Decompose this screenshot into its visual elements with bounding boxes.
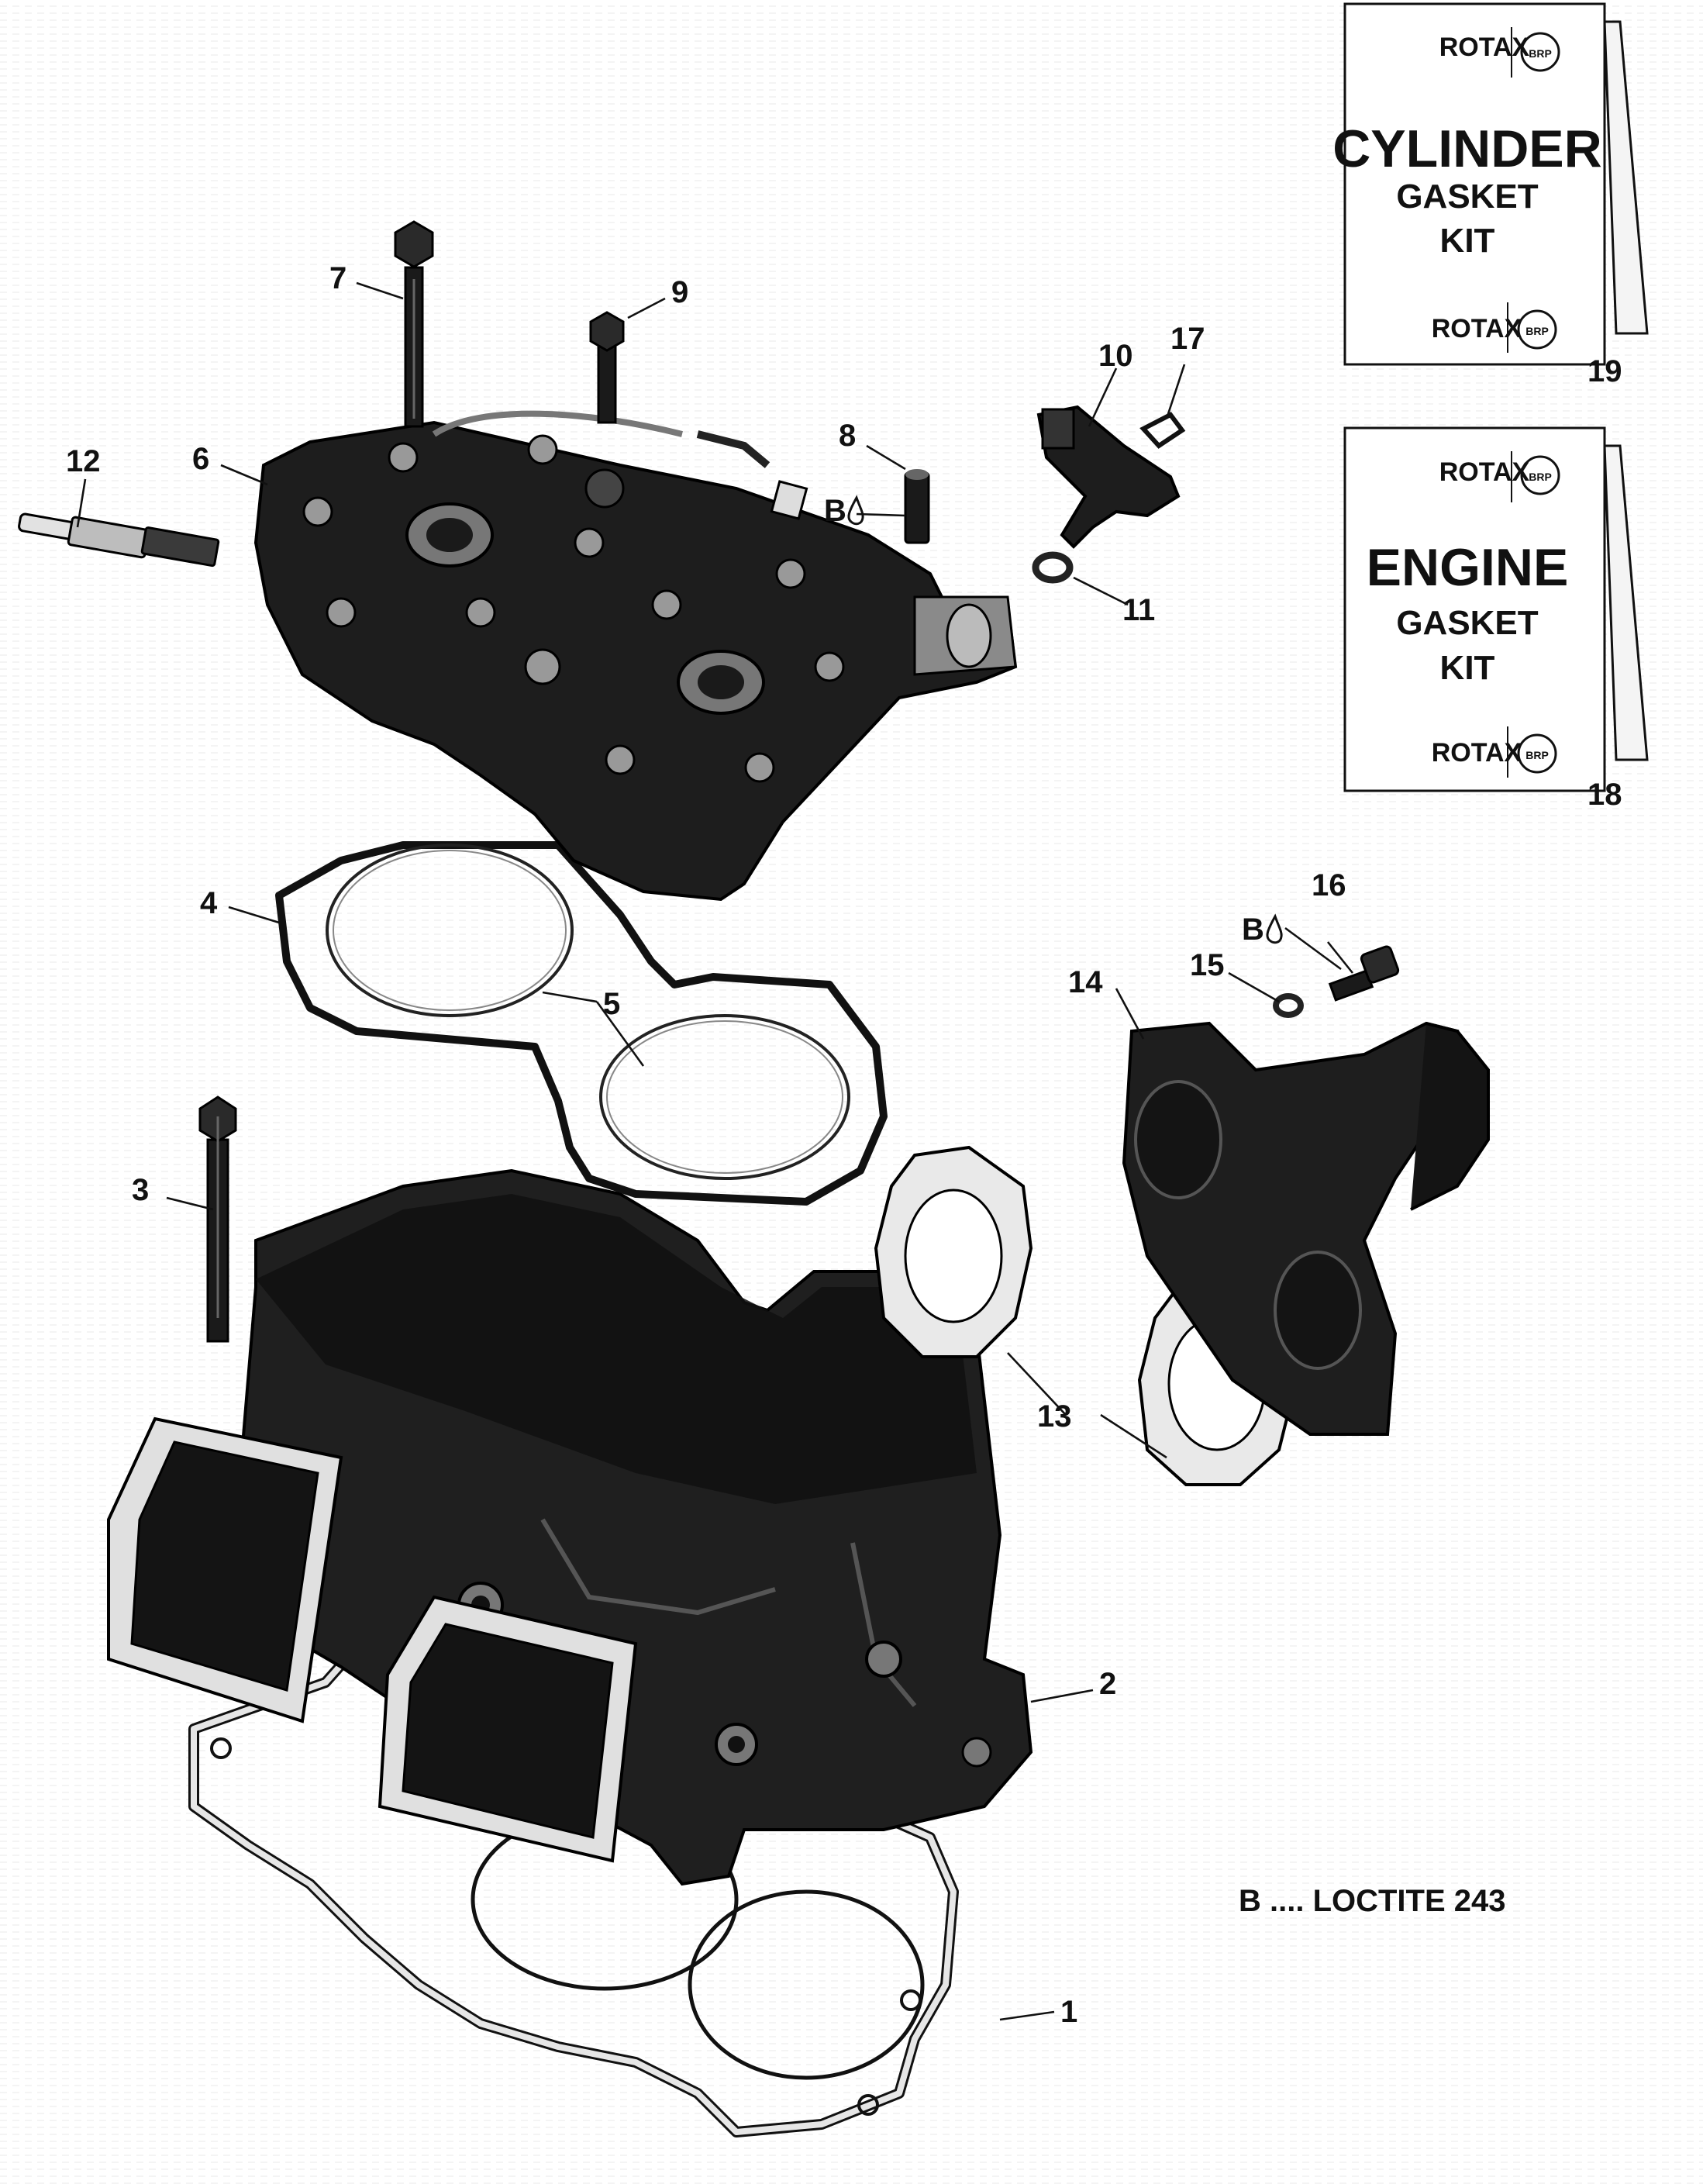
gasket-part-17 <box>1139 412 1186 449</box>
logo-text: BRP <box>1525 749 1549 761</box>
manifold-screw-part-16 <box>1328 945 1400 1002</box>
callout-14: 14 <box>1068 965 1103 999</box>
cylinder-gasket-kit-part-19: ROTAX BRP CYLINDER GASKET KIT ROTAX BRP <box>1332 2 1649 366</box>
callout-15: 15 <box>1190 948 1225 982</box>
droplet-icon <box>1266 913 1283 944</box>
callout-3: 3 <box>132 1173 149 1207</box>
thread-lock-letter: B <box>824 494 846 528</box>
kit-brand-top: ROTAX <box>1439 33 1530 62</box>
callout-8: 8 <box>839 419 856 453</box>
kit-brand-top: ROTAX <box>1439 457 1530 487</box>
head-o-ring-part-4 <box>275 841 888 1206</box>
kit-title-line1: ENGINE <box>1367 538 1569 597</box>
logo-text: BRP <box>1529 471 1552 483</box>
engine-gasket-kit-part-18: ROTAX BRP ENGINE GASKET KIT ROTAX BRP <box>1343 426 1649 792</box>
brp-logo-icon <box>1517 733 1557 774</box>
sealing-ring-part-11 <box>1032 551 1074 584</box>
kit-brand-bottom: ROTAX <box>1432 738 1522 768</box>
kit-title-line3: KIT <box>1440 649 1495 687</box>
brp-logo-icon <box>1517 309 1557 350</box>
cylinder-stud-part-3 <box>198 1095 237 1343</box>
cylinder-part-2 <box>107 1168 1033 1886</box>
callout-12: 12 <box>66 444 101 478</box>
callout-10: 10 <box>1098 339 1133 373</box>
droplet-icon <box>847 495 864 526</box>
brp-logo-icon <box>1520 32 1560 72</box>
kit-title-line3: KIT <box>1440 222 1495 260</box>
leader-lines <box>76 281 1354 2021</box>
exhaust-manifold-part-14 <box>1122 1021 1490 1436</box>
callout-19: 19 <box>1588 354 1622 388</box>
temperature-sensor-part-10 <box>1036 405 1181 549</box>
callout-18: 18 <box>1588 778 1622 812</box>
head-screw-part-7 <box>394 220 434 428</box>
callout-4: 4 <box>200 886 218 920</box>
logo-text: BRP <box>1529 47 1552 60</box>
spark-plug-part-12 <box>18 512 220 568</box>
logo-text: BRP <box>1525 325 1549 337</box>
insert-part-8 <box>904 469 930 544</box>
washer-part-15 <box>1273 993 1304 1018</box>
thread-lock-letter: B <box>1242 913 1264 947</box>
cylinder-head-part-6 <box>253 410 1018 902</box>
brp-logo-icon <box>1520 455 1560 495</box>
legend-loctite: B .... LOCTITE 243 <box>1239 1884 1506 1918</box>
callout-16: 16 <box>1312 868 1346 902</box>
kit-brand-bottom: ROTAX <box>1432 314 1522 343</box>
callout-17: 17 <box>1170 322 1205 356</box>
loctite-marker-manifold-screw: B <box>1242 913 1283 947</box>
callouts: 1 2 3 4 5 6 7 8 9 10 11 12 13 14 15 16 1… <box>66 261 1622 2029</box>
callout-7: 7 <box>329 261 346 295</box>
short-screw-part-9 <box>589 311 625 424</box>
callout-1: 1 <box>1060 1995 1077 2029</box>
loctite-marker-insert: B <box>824 494 864 528</box>
callout-5: 5 <box>603 987 620 1021</box>
callout-2: 2 <box>1099 1667 1116 1701</box>
kit-title-line2: GASKET <box>1396 604 1538 642</box>
callout-11: 11 <box>1122 593 1155 627</box>
callout-6: 6 <box>192 442 209 476</box>
callout-9: 9 <box>671 275 688 309</box>
kit-title-line2: GASKET <box>1396 178 1538 216</box>
kit-title-line1: CYLINDER <box>1332 119 1602 178</box>
callout-13: 13 <box>1037 1399 1072 1434</box>
head-seal-rings-part-5 <box>326 844 850 1180</box>
